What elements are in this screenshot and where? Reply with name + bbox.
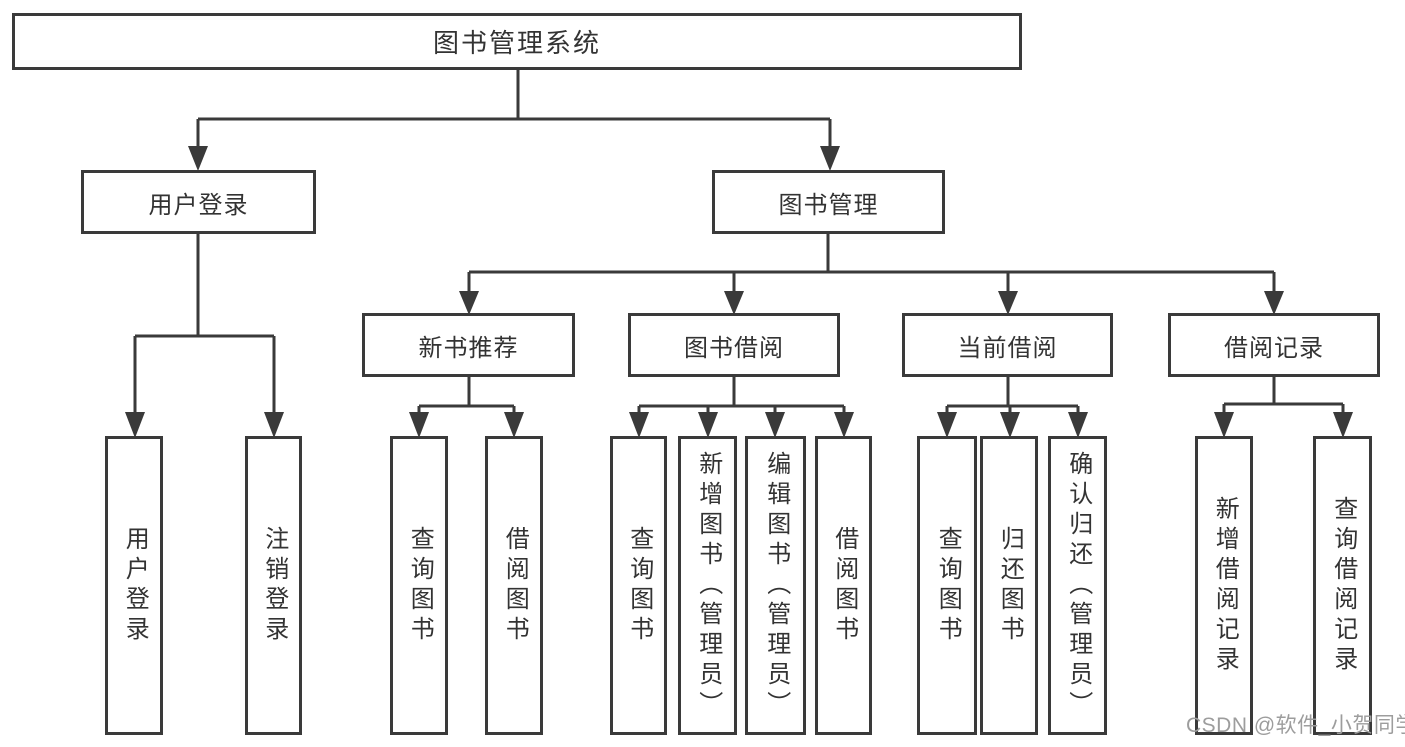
leaf-bb-add-books-admin-label: 新增图书（管理员） bbox=[694, 450, 722, 721]
node-user-login: 用户登录 bbox=[81, 170, 316, 234]
connector-lines bbox=[1222, 377, 1345, 414]
leaf-bb-query-books-label: 查询图书 bbox=[625, 525, 653, 646]
arrowhead-down-icon bbox=[1264, 291, 1284, 315]
leaf-user-login-label: 用户登录 bbox=[121, 525, 149, 646]
leaf-nb-query-books-label: 查询图书 bbox=[406, 525, 434, 646]
leaf-user-login: 用户登录 bbox=[105, 436, 163, 735]
leaf-cb-query-books: 查询图书 bbox=[917, 436, 977, 735]
arrowhead-down-icon bbox=[264, 412, 284, 438]
node-new-book-recommend: 新书推荐 bbox=[362, 313, 575, 377]
connector-lines bbox=[133, 234, 276, 414]
arrowhead-down-icon bbox=[125, 412, 145, 438]
arrowhead-down-icon bbox=[1000, 412, 1020, 438]
connector-lines bbox=[467, 234, 1276, 293]
connector-book-borrow-to-leaves bbox=[629, 377, 854, 438]
node-current-borrow: 当前借阅 bbox=[902, 313, 1113, 377]
node-book-borrow-label: 图书借阅 bbox=[684, 334, 784, 362]
leaf-cb-return-books: 归还图书 bbox=[980, 436, 1038, 735]
leaf-nb-query-books: 查询图书 bbox=[390, 436, 448, 735]
arrowhead-down-icon bbox=[765, 412, 785, 438]
node-new-book-recommend-label: 新书推荐 bbox=[418, 334, 519, 362]
leaf-br-add-record-label: 新增借阅记录 bbox=[1211, 495, 1239, 676]
leaf-br-query-record-label: 查询借阅记录 bbox=[1329, 495, 1357, 676]
arrowhead-down-icon bbox=[1214, 412, 1234, 438]
connector-lines bbox=[196, 70, 832, 148]
arrowhead-down-icon bbox=[820, 146, 840, 171]
connector-borrow-records-to-leaves bbox=[1214, 377, 1353, 438]
arrowhead-down-icon bbox=[724, 291, 744, 315]
connector-user-login-to-leaves bbox=[125, 234, 284, 438]
arrowhead-down-icon bbox=[937, 412, 957, 438]
leaf-bb-query-books: 查询图书 bbox=[610, 436, 667, 735]
node-book-borrow: 图书借阅 bbox=[628, 313, 840, 377]
leaf-logout-label: 注销登录 bbox=[260, 525, 288, 646]
leaf-nb-borrow-books: 借阅图书 bbox=[485, 436, 543, 735]
leaf-bb-add-books-admin: 新增图书（管理员） bbox=[678, 436, 737, 735]
arrowhead-down-icon bbox=[834, 412, 854, 438]
csdn-watermark: CSDN @软件_小贺同学 bbox=[1186, 714, 1405, 737]
arrowhead-down-icon bbox=[1068, 412, 1088, 438]
node-borrow-records: 借阅记录 bbox=[1168, 313, 1380, 377]
leaf-cb-confirm-return-admin-label: 确认归还（管理员） bbox=[1064, 450, 1092, 721]
leaf-br-query-record: 查询借阅记录 bbox=[1313, 436, 1372, 735]
node-root: 图书管理系统 bbox=[12, 13, 1022, 70]
node-user-login-label: 用户登录 bbox=[148, 191, 249, 219]
connector-root-to-level2 bbox=[188, 70, 840, 171]
leaf-br-add-record: 新增借阅记录 bbox=[1195, 436, 1253, 735]
leaf-cb-confirm-return-admin: 确认归还（管理员） bbox=[1048, 436, 1107, 735]
arrowhead-down-icon bbox=[409, 412, 429, 438]
leaf-bb-borrow-books-label: 借阅图书 bbox=[830, 525, 858, 646]
node-root-label: 图书管理系统 bbox=[432, 28, 601, 58]
connector-current-borrow-to-leaves bbox=[937, 377, 1088, 438]
node-current-borrow-label: 当前借阅 bbox=[957, 334, 1058, 362]
arrowhead-down-icon bbox=[459, 291, 479, 315]
arrowhead-down-icon bbox=[629, 412, 649, 438]
arrowhead-down-icon bbox=[188, 146, 208, 171]
connector-lines bbox=[417, 377, 516, 414]
node-borrow-records-label: 借阅记录 bbox=[1224, 334, 1324, 362]
arrowhead-down-icon bbox=[998, 291, 1018, 315]
arrowhead-down-icon bbox=[1333, 412, 1353, 438]
node-book-management: 图书管理 bbox=[712, 170, 945, 234]
leaf-logout: 注销登录 bbox=[245, 436, 302, 735]
leaf-cb-query-books-label: 查询图书 bbox=[934, 525, 962, 646]
leaf-cb-return-books-label: 归还图书 bbox=[996, 525, 1024, 646]
node-book-management-label: 图书管理 bbox=[778, 191, 879, 219]
leaf-bb-edit-books-admin: 编辑图书（管理员） bbox=[745, 436, 806, 735]
connector-new-books-to-leaves bbox=[409, 377, 524, 438]
leaf-bb-edit-books-admin-label: 编辑图书（管理员） bbox=[762, 450, 790, 721]
arrowhead-down-icon bbox=[698, 412, 718, 438]
leaf-nb-borrow-books-label: 借阅图书 bbox=[501, 525, 529, 646]
leaf-bb-borrow-books: 借阅图书 bbox=[815, 436, 872, 735]
connector-lines bbox=[945, 377, 1080, 414]
connector-lines bbox=[637, 377, 846, 414]
arrowhead-down-icon bbox=[504, 412, 524, 438]
connector-book-management-to-level3 bbox=[459, 234, 1284, 315]
